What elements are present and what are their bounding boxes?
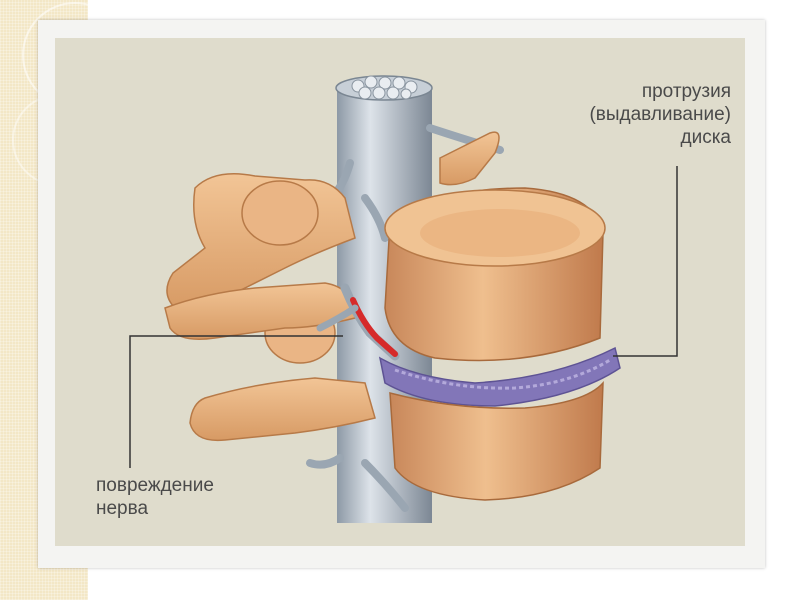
protrusion-label-line-2: (выдавливание)	[589, 104, 731, 125]
upper-vertebra	[166, 131, 606, 362]
nerve-leader-line	[129, 335, 343, 468]
lower-nerve-roots	[306, 454, 409, 512]
leader-lines	[129, 166, 678, 468]
protruding-disc	[378, 346, 621, 407]
spine-illustration	[129, 75, 678, 523]
protrusion-label: протрузия (выдавливание) диска	[589, 80, 731, 149]
illustration-panel: протрузия (выдавливание) диска поврежден…	[55, 38, 745, 546]
nerve-damage-label-line-1: повреждение	[96, 475, 214, 496]
nerve-damage-label: повреждение нерва	[96, 474, 214, 520]
protrusion-leader-line	[613, 166, 678, 357]
protrusion-label-line-1: протрузия	[641, 81, 731, 102]
protrusion-label-line-3: диска	[680, 127, 732, 148]
damaged-nerve	[316, 283, 400, 361]
nerve-damage-label-line-2: нерва	[96, 498, 149, 519]
lower-vertebra	[164, 282, 604, 501]
